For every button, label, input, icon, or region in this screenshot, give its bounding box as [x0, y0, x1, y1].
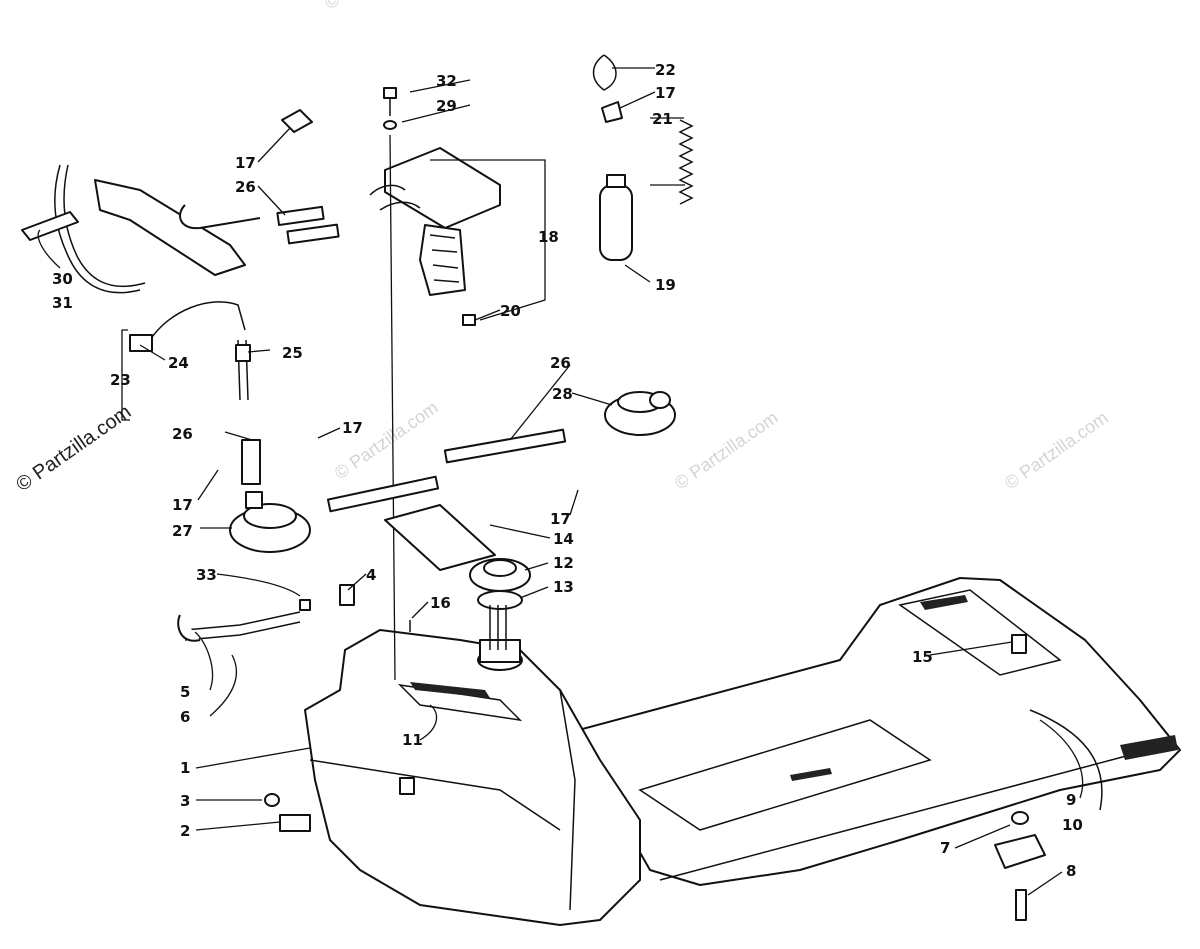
callout-29: 29: [436, 97, 457, 115]
fuel-sender-13: [477, 590, 523, 650]
chassis-belly-pan: [559, 577, 1181, 886]
wire-harness: [129, 301, 251, 401]
fuel-pump-module: [369, 147, 501, 296]
callout-4: 4: [366, 566, 376, 584]
hose-left: [241, 439, 261, 485]
screw-32: [383, 87, 397, 116]
callout-19: 19: [655, 276, 676, 294]
fuel-rail-assembly: [21, 109, 340, 294]
watermark-1: © Partzilla.com: [331, 397, 442, 483]
callout-28: 28: [552, 385, 573, 403]
hose-right: [443, 428, 567, 464]
callout-17-pump: 17: [655, 84, 676, 102]
callout-9: 9: [1066, 791, 1076, 809]
callout-labels: 32 29 17 26 18 30 31 24 25 23 22 17 21 1…: [52, 61, 1083, 880]
callout-11: 11: [402, 731, 423, 749]
callout-17-top: 17: [235, 154, 256, 172]
nut-20: [462, 314, 476, 326]
screw-axis-line: [389, 134, 396, 681]
callout-2: 2: [180, 822, 190, 840]
side-watermark: © Partzilla.com: [12, 401, 135, 496]
fuel-cap-12: [469, 558, 531, 592]
callout-8: 8: [1066, 862, 1076, 880]
callout-17-mid: 17: [342, 419, 363, 437]
washer-29: [383, 120, 397, 130]
callout-6: 6: [180, 708, 190, 726]
callout-18: 18: [538, 228, 559, 246]
callout-14: 14: [553, 530, 574, 548]
fuel-tank: [304, 629, 641, 926]
callout-5: 5: [180, 683, 190, 701]
callout-12: 12: [553, 554, 574, 572]
callout-31: 31: [52, 294, 73, 312]
callout-27: 27: [172, 522, 193, 540]
callout-3: 3: [180, 792, 190, 810]
hose-mid: [326, 475, 440, 513]
callout-22: 22: [655, 61, 676, 79]
grommet-15: [1011, 634, 1027, 654]
callout-10: 10: [1062, 816, 1083, 834]
tank-vent-fitting: [264, 777, 415, 832]
drain-plate-7-8: [994, 811, 1046, 921]
callout-13: 13: [553, 578, 574, 596]
callout-25: 25: [282, 344, 303, 362]
watermark-4: © Partzilla.com: [321, 0, 432, 13]
electric-fuel-pump: [592, 54, 694, 261]
pulse-pump-28: [604, 391, 676, 436]
watermark-3: © Partzilla.com: [1001, 407, 1112, 493]
callout-26-right: 26: [550, 354, 571, 372]
callout-20: 20: [500, 302, 521, 320]
vent-line-9-10: [1029, 709, 1103, 811]
callout-15: 15: [912, 648, 933, 666]
callout-17-right: 17: [550, 510, 571, 528]
fuel-line-assembly-5-6: [177, 584, 355, 642]
callout-1: 1: [180, 759, 190, 777]
callout-23: 23: [110, 371, 131, 389]
callout-26-top: 26: [235, 178, 256, 196]
callout-7: 7: [940, 839, 950, 857]
callout-26-left: 26: [172, 425, 193, 443]
watermark-2: © Partzilla.com: [671, 407, 782, 493]
callout-17-left: 17: [172, 496, 193, 514]
callout-24: 24: [168, 354, 189, 372]
callout-32: 32: [436, 72, 457, 90]
gasket-14: [384, 504, 496, 571]
callout-33: 33: [196, 566, 217, 584]
callout-21: 21: [652, 110, 673, 128]
leader-lines: [37, 67, 1084, 896]
pulse-pump-27: [229, 491, 311, 553]
callout-30: 30: [52, 270, 73, 288]
callout-16: 16: [430, 594, 451, 612]
